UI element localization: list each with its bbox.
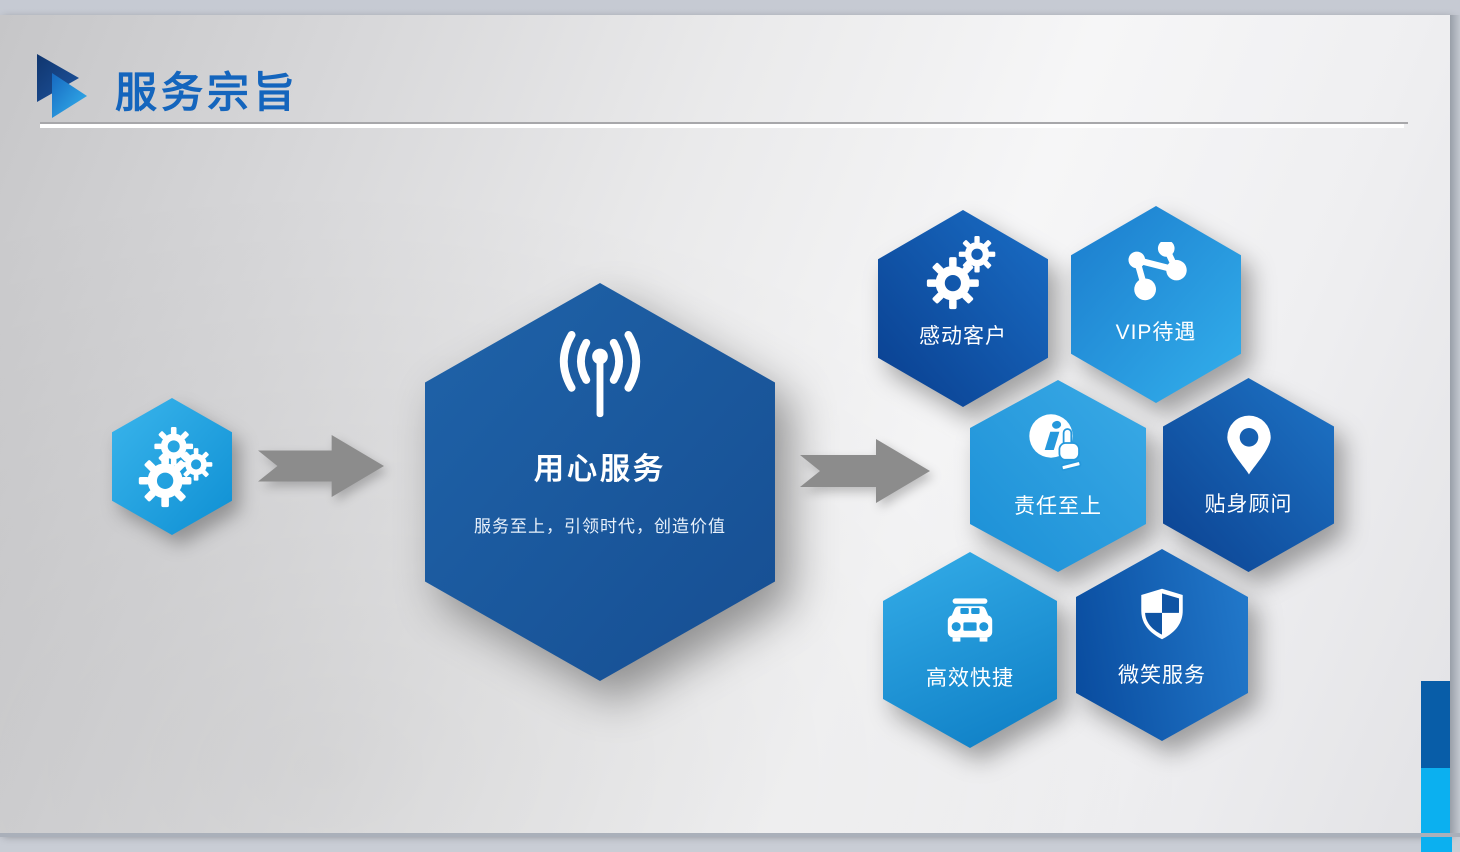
page-bottom-edge — [0, 833, 1460, 837]
outcome-hexagon: 高效快捷 — [883, 552, 1057, 748]
outcome-label: 微笑服务 — [1118, 664, 1206, 687]
arrow-right-icon — [800, 439, 930, 503]
slide: 服务宗旨 — [0, 15, 1452, 852]
input-hexagon — [112, 398, 232, 535]
outcome-label: 高效快捷 — [926, 667, 1014, 690]
gears-icon — [138, 427, 213, 508]
accent-bar-cyan — [1421, 768, 1452, 852]
title-divider — [40, 124, 1404, 128]
gears-icon — [926, 236, 996, 310]
outcome-label: 感动客户 — [919, 325, 1007, 348]
outcome-hexagon: 感动客户 — [878, 210, 1048, 407]
core-service-heading: 用心服务 — [534, 453, 666, 486]
core-service-tagline: 服务至上，引领时代，创造价值 — [474, 517, 726, 536]
triangle-logo-icon — [37, 54, 87, 118]
core-service-hexagon: 用心服务 服务至上，引领时代，创造价值 — [425, 283, 775, 681]
page-title: 服务宗旨 — [115, 69, 300, 116]
shield-check-icon — [1141, 588, 1183, 640]
outcome-label: 贴身顾问 — [1204, 493, 1293, 516]
info-hand-icon — [1029, 414, 1082, 471]
arrow-right-icon — [258, 435, 384, 497]
outcome-hexagon: 微笑服务 — [1076, 549, 1248, 741]
outcome-hexagon: 责任至上 — [970, 380, 1146, 572]
outcome-hexagon: VIP待遇 — [1071, 206, 1241, 403]
accent-bar-dark — [1421, 681, 1452, 768]
location-pin-icon — [1226, 415, 1271, 475]
broadcast-antenna-icon — [559, 331, 641, 418]
page-right-edge — [1450, 15, 1460, 833]
share-nodes-icon — [1128, 242, 1187, 301]
car-icon — [947, 598, 993, 642]
outcome-label: VIP待遇 — [1115, 321, 1197, 344]
outcome-hexagon: 贴身顾问 — [1163, 378, 1334, 572]
title-divider-shadow — [40, 122, 1408, 124]
outcome-label: 责任至上 — [1014, 495, 1102, 518]
